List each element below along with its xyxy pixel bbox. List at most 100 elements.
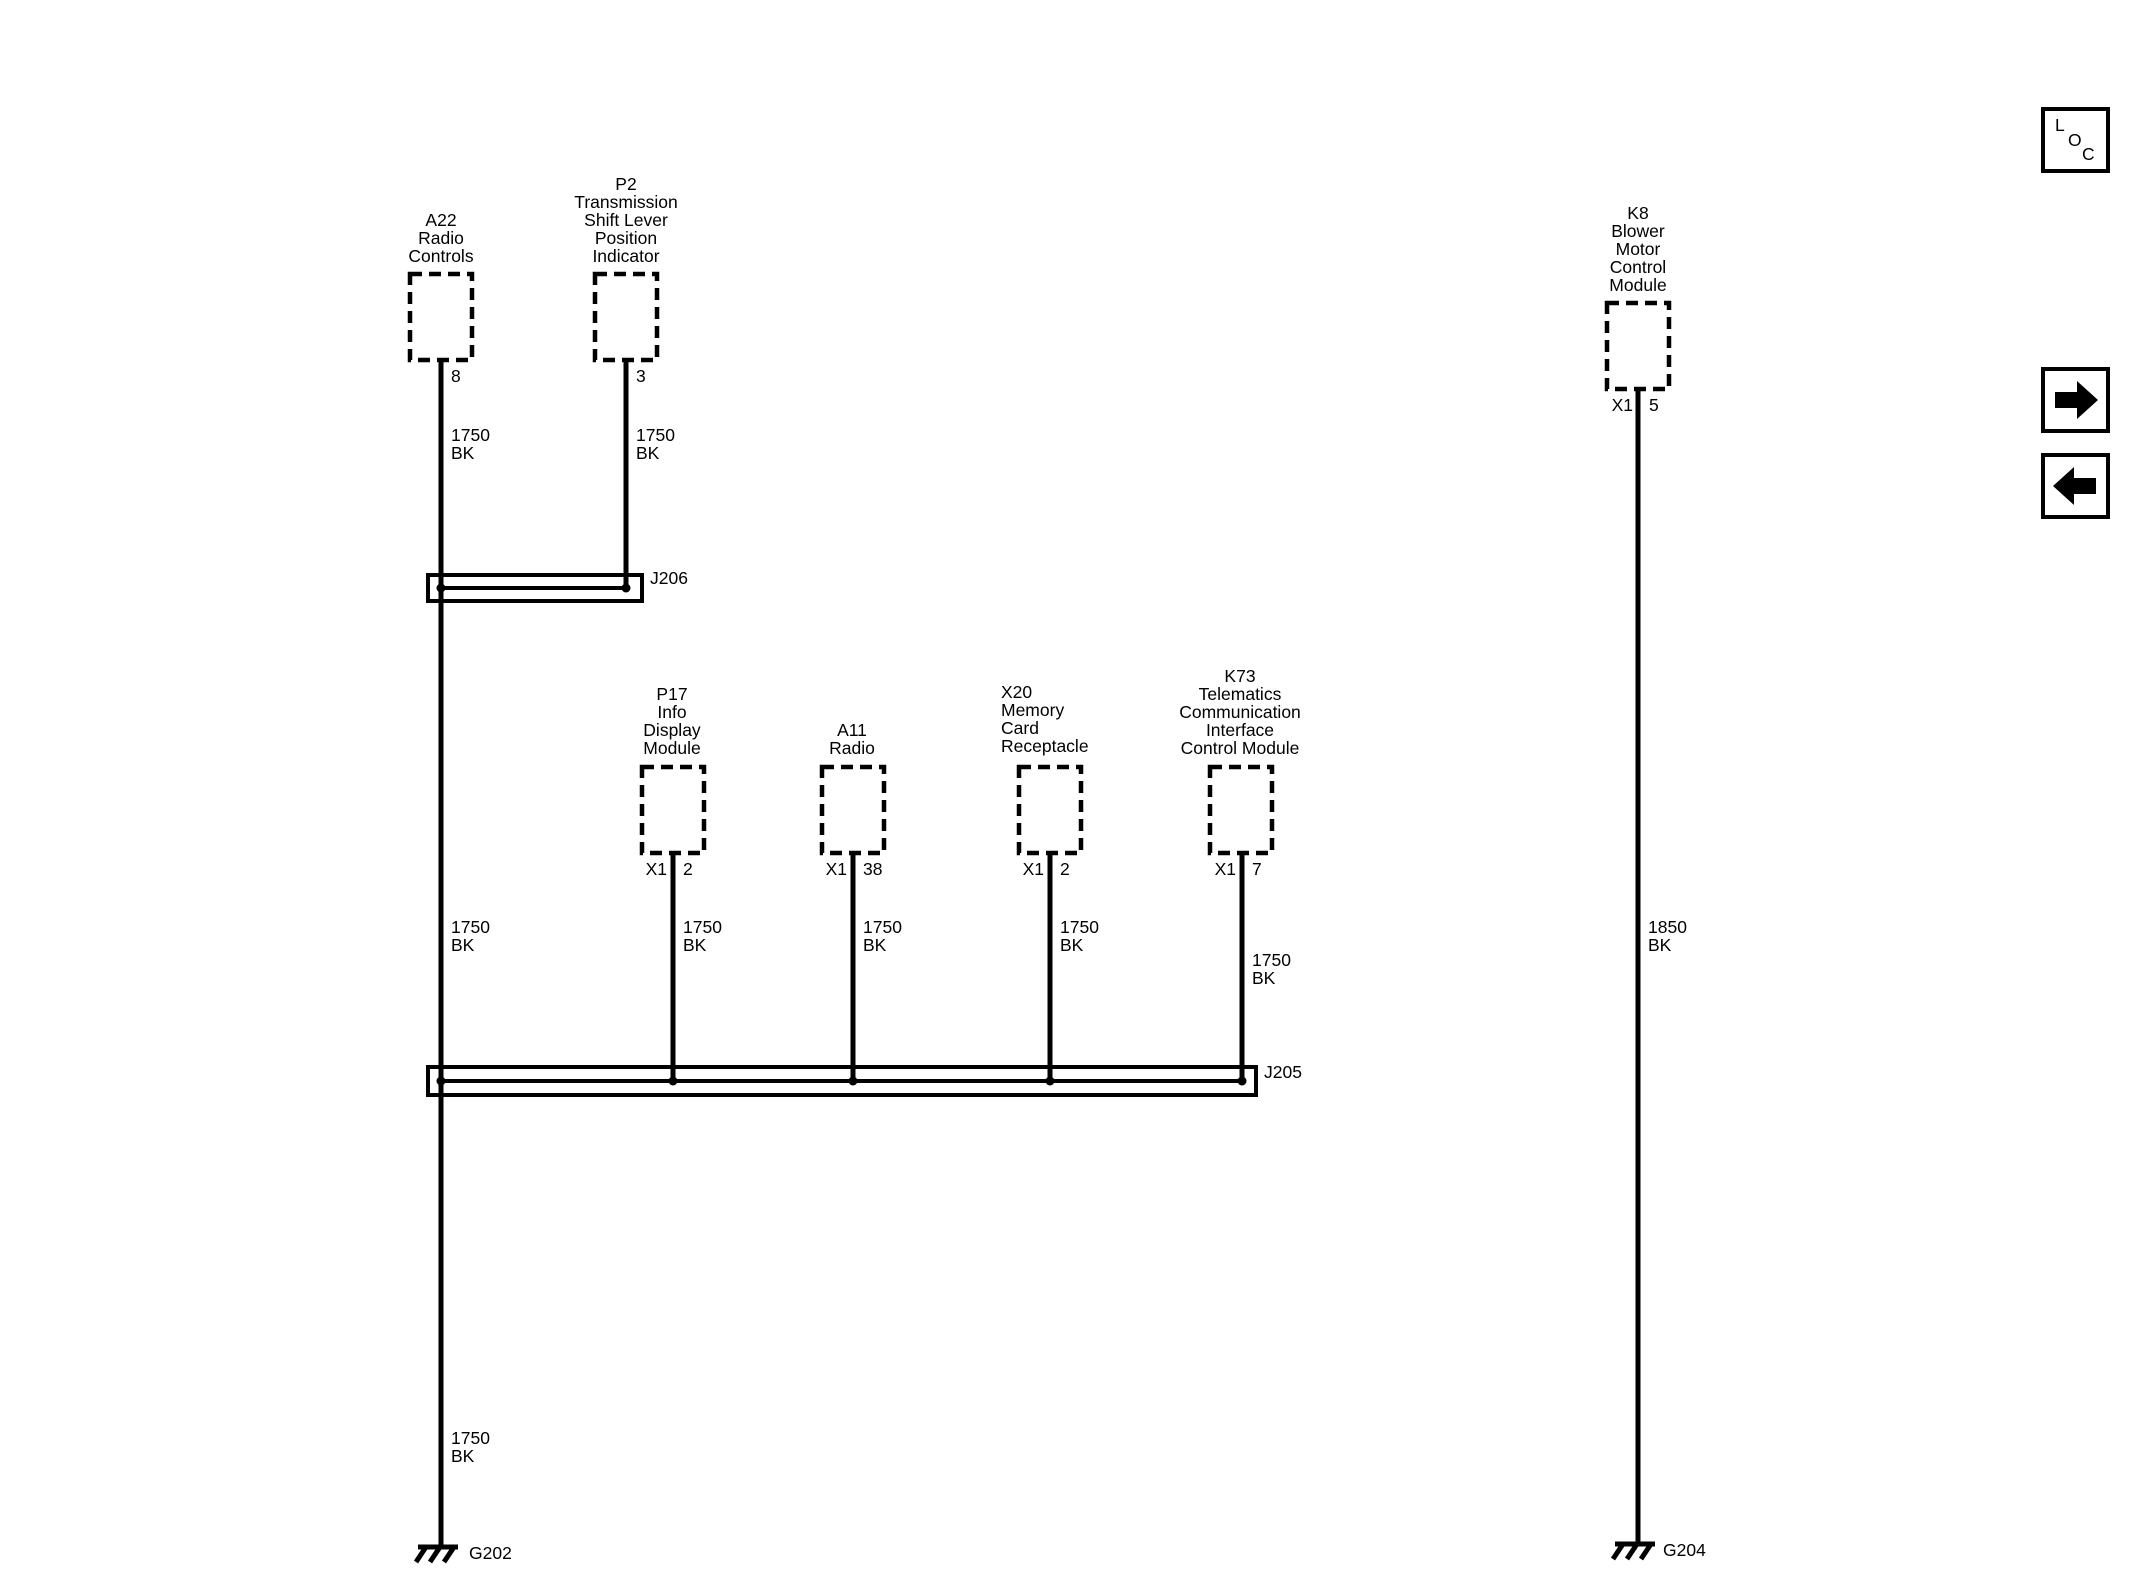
trunk-mid-gauge: 1750 [451,917,490,937]
j206-node-p2 [621,583,631,593]
p17-label-line1: P17 [656,684,687,704]
splice-j205: J205 [426,1062,1302,1097]
x20-connector: X1 [1023,859,1044,879]
a22-label-line1: A22 [425,210,456,230]
p2-wire-gauge: 1750 [636,425,675,445]
g204-label: G204 [1663,1540,1706,1560]
g204-hatch-1 [1610,1542,1626,1561]
k73-label-line4: Interface [1206,720,1274,740]
forward-button-frame [2041,367,2110,433]
p17-wire-gauge: 1750 [683,917,722,937]
component-p2-shift-indicator: P2 Transmission Shift Lever Position Ind… [574,174,677,463]
p2-wire-color: BK [636,443,660,463]
a11-label-line1: A11 [837,720,867,740]
p17-label-line3: Display [643,720,701,740]
p17-pin: 2 [683,859,693,879]
loc-letter-c: C [2082,144,2095,164]
a22-pin: 8 [451,366,461,386]
arrow-left-icon [2053,467,2096,505]
a11-label-line2: Radio [829,738,875,758]
x20-label-line4: Receptacle [1001,736,1089,756]
k8-label-line5: Module [1609,275,1666,295]
p2-connector-box [592,271,660,363]
component-a22-radio-controls: A22 Radio Controls 8 1750 BK [407,210,490,463]
k8-wire-color: BK [1648,935,1672,955]
k8-label-line2: Blower [1611,221,1665,241]
j205-label: J205 [1264,1062,1302,1082]
k8-pin: 5 [1649,395,1659,415]
a22-wire-color: BK [451,443,475,463]
x20-label-line3: Card [1001,718,1039,738]
g202-label: G202 [469,1543,512,1563]
k8-label-line1: K8 [1627,203,1648,223]
k8-label-line4: Control [1610,257,1666,277]
g202-hatch-2 [427,1545,443,1564]
j206-label: J206 [650,568,688,588]
p17-label-line2: Info [657,702,686,722]
k73-label-line2: Telematics [1199,684,1282,704]
p2-pin: 3 [636,366,646,386]
arrow-right-icon [2055,381,2098,419]
k8-wire-gauge: 1850 [1648,917,1687,937]
p17-label-line4: Module [643,738,700,758]
loc-letter-l: L [2055,115,2065,135]
trunk-mid-color: BK [451,935,475,955]
forward-button[interactable] [2041,367,2110,433]
loc-button[interactable]: L O C [2041,107,2110,173]
a11-connector: X1 [826,859,847,879]
a22-label-line2: Radio [418,228,464,248]
p17-wire-color: BK [683,935,707,955]
p17-connector-box [639,764,707,856]
a11-wire-gauge: 1750 [863,917,902,937]
k73-label-line3: Communication [1179,702,1301,722]
splice-j206: J206 [426,568,688,603]
ground-g204: G204 [1610,1540,1706,1561]
trunk-low-gauge: 1750 [451,1428,490,1448]
k73-wire-gauge: 1750 [1252,950,1291,970]
component-k8-blower-module: K8 Blower Motor Control Module X1 5 1850… [1604,203,1687,1544]
a22-connector-box [407,271,475,363]
p17-connector: X1 [646,859,667,879]
j205-node-a11 [848,1076,858,1086]
k73-pin: 7 [1252,859,1262,879]
component-k73-telematics: K73 Telematics Communication Interface C… [1179,666,1301,1082]
k73-label-line5: Control Module [1181,738,1300,758]
g202-hatch-3 [441,1545,457,1564]
back-button[interactable] [2041,453,2110,519]
x20-label-line2: Memory [1001,700,1064,720]
k73-connector: X1 [1215,859,1236,879]
component-a11-radio: A11 Radio X1 38 1750 BK [819,720,902,1082]
k73-connector-box [1207,764,1275,856]
component-p17-info-display: P17 Info Display Module X1 2 1750 BK [639,684,722,1082]
g202-hatch-1 [413,1545,429,1564]
j205-node-p17 [668,1076,678,1086]
p2-label-line5: Indicator [592,246,659,266]
x20-connector-box [1016,764,1084,856]
ground-g202: G202 [413,1543,512,1564]
a11-connector-box [819,764,887,856]
loc-letter-o: O [2068,130,2082,150]
k73-label-line1: K73 [1224,666,1255,686]
j205-outline [426,1065,1258,1097]
j205-node-trunk [436,1076,446,1086]
k73-wire-color: BK [1252,968,1276,988]
k8-label-line3: Motor [1616,239,1661,259]
x20-wire-gauge: 1750 [1060,917,1099,937]
component-x20-memory-card: X20 Memory Card Receptacle X1 2 1750 BK [1001,682,1099,1082]
p2-label-line4: Position [595,228,657,248]
p2-label-line1: P2 [615,174,636,194]
k8-connector-box [1604,300,1672,392]
a11-wire-color: BK [863,935,887,955]
x20-pin: 2 [1060,859,1070,879]
g204-hatch-3 [1638,1542,1654,1561]
x20-wire-color: BK [1060,935,1084,955]
loc-button-frame [2041,107,2110,173]
j206-outline [426,573,644,603]
trunk-low-color: BK [451,1446,475,1466]
p2-label-line3: Shift Lever [584,210,668,230]
a22-label-line3: Controls [408,246,473,266]
g204-hatch-2 [1624,1542,1640,1561]
j205-node-k73 [1237,1076,1247,1086]
p2-label-line2: Transmission [574,192,677,212]
